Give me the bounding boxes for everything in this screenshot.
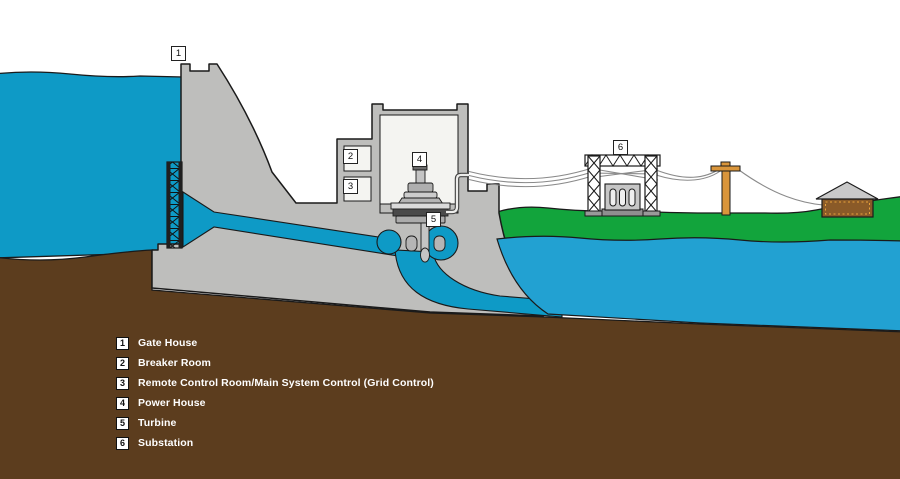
legend-item-control-room: 3 Remote Control Room/Main System Contro… xyxy=(116,373,434,393)
marker-power-house: 4 xyxy=(412,152,427,167)
legend-number: 3 xyxy=(116,376,129,390)
legend-item-turbine: 5 Turbine xyxy=(116,413,434,433)
legend-item-power-house: 4 Power House xyxy=(116,393,434,413)
reservoir-water xyxy=(0,71,184,259)
tower-foot-left xyxy=(584,210,603,217)
house-trim xyxy=(825,201,870,215)
house xyxy=(815,181,879,218)
legend-label: Substation xyxy=(138,437,194,449)
legend-number: 5 xyxy=(116,416,129,430)
generator-turbine-assembly xyxy=(390,164,451,263)
gate-trash-rack xyxy=(166,161,183,249)
marker-control-room: 3 xyxy=(343,179,358,194)
generator-ring-mid xyxy=(403,191,438,199)
legend-label: Turbine xyxy=(138,417,177,429)
scroll-case-left xyxy=(376,229,402,255)
legend-number: 6 xyxy=(116,436,129,450)
substation-tower xyxy=(584,154,661,217)
upper-shaft xyxy=(415,169,426,184)
power-conduit xyxy=(446,172,469,215)
marker-turbine: 5 xyxy=(426,212,441,227)
transformer-vent xyxy=(619,188,626,207)
transformer xyxy=(601,183,644,217)
runner-blade-left xyxy=(405,235,418,252)
house-roof xyxy=(815,181,879,200)
legend: 1 Gate House 2 Breaker Room 3 Remote Con… xyxy=(116,333,434,453)
legend-number: 1 xyxy=(116,336,129,350)
legend-item-substation: 6 Substation xyxy=(116,433,434,453)
runner-blade-right xyxy=(433,235,446,252)
legend-item-breaker-room: 2 Breaker Room xyxy=(116,353,434,373)
legend-item-gate-house: 1 Gate House xyxy=(116,333,434,353)
turbine-flange xyxy=(390,202,451,210)
tower-foot-right xyxy=(642,210,661,217)
earth-ground xyxy=(0,249,900,479)
legend-number: 2 xyxy=(116,356,129,370)
marker-breaker-room: 2 xyxy=(343,149,358,164)
generator-ring-top xyxy=(407,182,434,193)
legend-label: Remote Control Room/Main System Control … xyxy=(138,377,434,389)
transformer-vent xyxy=(628,188,636,207)
legend-label: Gate House xyxy=(138,337,198,349)
shaft-tip xyxy=(420,247,430,263)
tailrace-water xyxy=(496,235,900,332)
legend-label: Power House xyxy=(138,397,206,409)
transformer-vent xyxy=(609,188,617,207)
legend-label: Breaker Room xyxy=(138,357,211,369)
marker-substation: 6 xyxy=(613,140,628,155)
legend-number: 4 xyxy=(116,396,129,410)
marker-gate-house: 1 xyxy=(171,46,186,61)
utility-pole xyxy=(710,161,741,216)
